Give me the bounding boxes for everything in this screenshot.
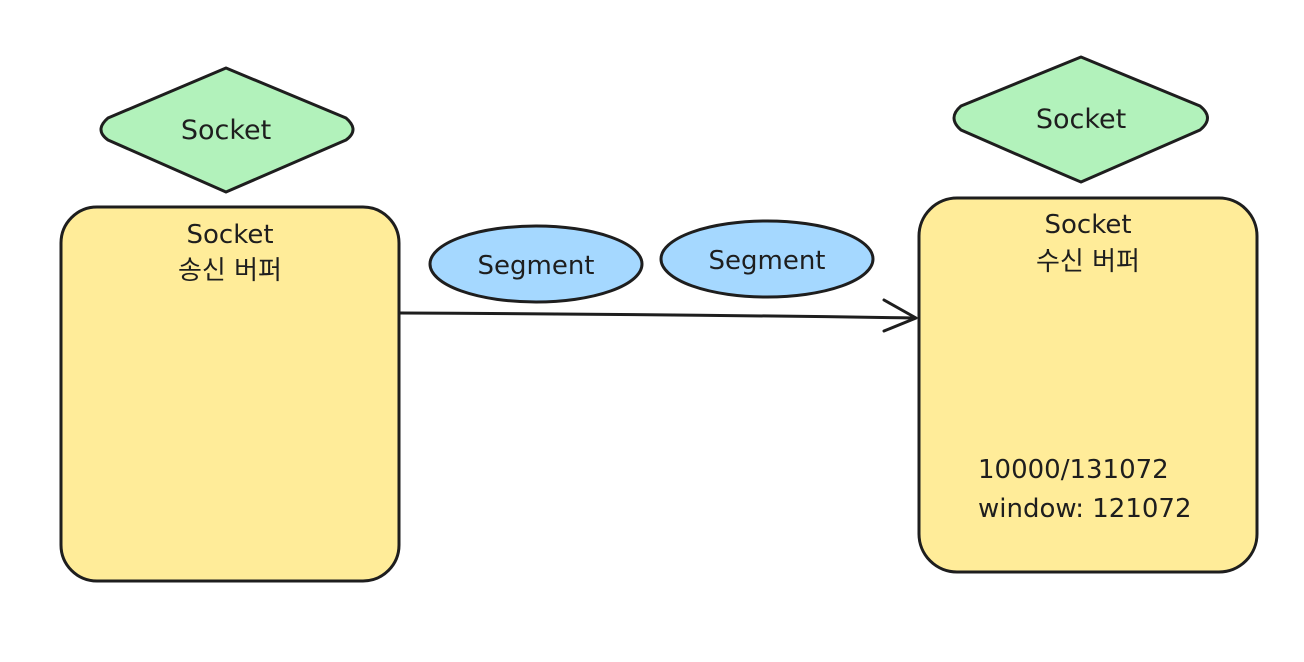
receiver-buffer-label: 수신 버퍼 — [1036, 247, 1140, 277]
segment-2-shape — [659, 219, 875, 299]
right-diamond-shape — [952, 55, 1209, 184]
sender-buffer-rect — [59, 205, 401, 583]
arrow-line — [398, 311, 916, 320]
sender-socket-label: Socket — [186, 220, 273, 250]
receiver-window-text: window: 121072 — [978, 494, 1192, 524]
segment-1-shape — [428, 224, 644, 304]
segment-2-label: Segment — [709, 246, 826, 276]
segment-1-label: Segment — [478, 251, 595, 281]
sender-buffer-box: Socket 송신 버퍼 — [59, 205, 401, 583]
left-socket-diamond: Socket — [99, 66, 355, 194]
right-socket-diamond: Socket — [952, 55, 1209, 184]
transfer-arrow — [398, 298, 918, 333]
receiver-usage-text: 10000/131072 — [978, 455, 1169, 485]
segment-2: Segment — [659, 219, 875, 299]
arrow-head — [882, 298, 918, 333]
right-diamond-label: Socket — [1036, 104, 1126, 135]
receiver-buffer-box: Socket 수신 버퍼 10000/131072 window: 121072 — [917, 196, 1259, 574]
segment-1: Segment — [428, 224, 644, 304]
sender-buffer-label: 송신 버퍼 — [178, 256, 282, 286]
receiver-buffer-rect — [917, 196, 1259, 574]
receiver-socket-label: Socket — [1044, 210, 1131, 240]
left-diamond-label: Socket — [181, 115, 271, 146]
left-diamond-shape — [99, 66, 355, 194]
